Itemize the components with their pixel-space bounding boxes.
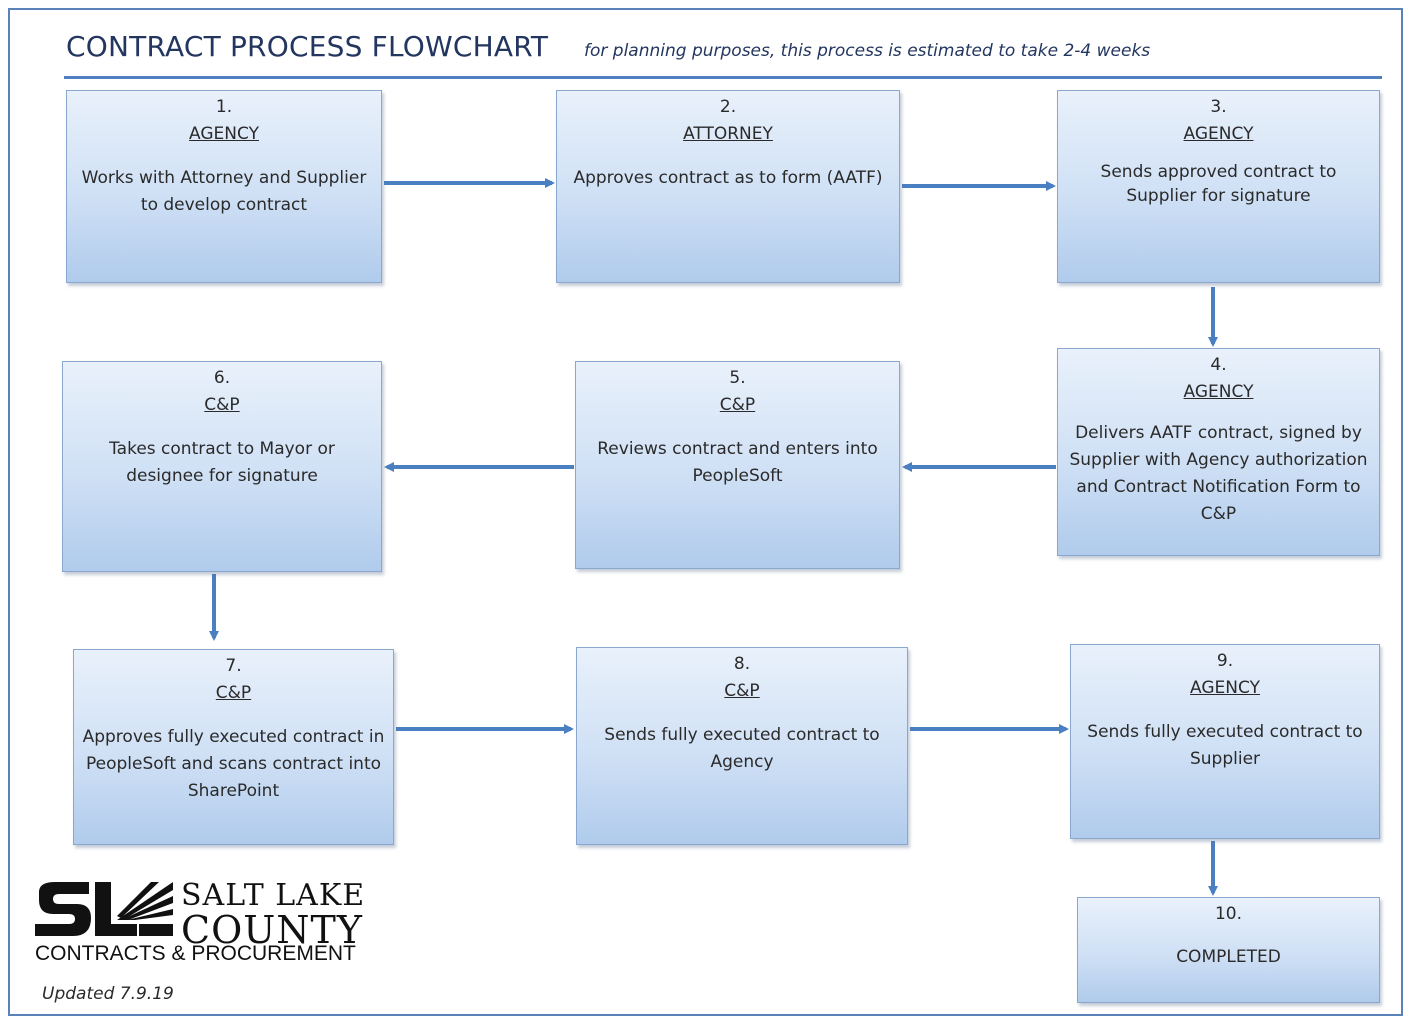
step-9-box: 9. AGENCY Sends fully executed contract … [1070,644,1380,839]
step-role: AGENCY [189,124,259,144]
step-role: AGENCY [1183,382,1254,402]
step-number: 10. [1214,904,1243,924]
step-number: 3. [1210,97,1227,117]
page-subtitle: for planning purposes, this process is e… [584,41,1151,61]
step-role: C&P [724,681,760,701]
step-10-box: 10. COMPLETED [1077,897,1380,1003]
step-6-box: 6. C&P Takes contract to Mayor or design… [62,361,382,572]
step-description: Works with Attorney and Supplier to deve… [81,168,367,215]
salt-lake-county-logo: SALT LAKE COUNTY CONTRACTS & PROCUREMENT [33,878,373,970]
updated-date: Updated 7.9.19 [42,984,174,1004]
step-number: 7. [225,656,242,676]
step-role: C&P [204,395,240,415]
step-role: C&P [719,395,756,415]
logo-line-salt-lake: SALT LAKE [181,878,366,913]
logo-line-county: COUNTY [181,908,363,952]
step-2-box: 2. ATTORNEY Approves contract as to form… [556,90,900,283]
page-frame [8,8,1403,1016]
step-description: Approves contract as to form (AATF) [573,168,883,188]
page-title: CONTRACT PROCESS FLOWCHART [66,30,549,63]
step-role: AGENCY [1183,124,1254,144]
step-number: 2. [719,97,737,117]
step-number: 4. [1210,355,1227,375]
step-description: Takes contract to Mayor or designee for … [109,439,335,486]
step-role: C&P [215,683,252,703]
step-number: 6. [213,368,231,388]
step-4-box: 4. AGENCY Delivers AATF contract, signed… [1057,348,1380,556]
step-description: Sends approved contract to Supplier for … [1100,162,1337,206]
step-3-box: 3. AGENCY Sends approved contract to Sup… [1057,90,1380,283]
step-number: 9. [1216,651,1234,671]
step-description: Delivers AATF contract, signed by Suppli… [1069,423,1368,524]
step-description: COMPLETED [1176,947,1281,967]
step-role: ATTORNEY [683,124,773,144]
step-8-box: 8. C&P Sends fully executed contract to … [576,647,908,845]
step-description: Approves fully executed contract in Peop… [82,727,385,801]
step-5-box: 5. C&P Reviews contract and enters into … [575,361,900,569]
step-number: 8. [733,654,751,674]
sl-logo-mark-icon [35,882,173,936]
step-description: Sends fully executed contract to Agency [604,725,880,772]
step-description: Sends fully executed contract to Supplie… [1087,722,1363,769]
logo-line-contracts: CONTRACTS & PROCUREMENT [35,942,356,965]
step-7-box: 7. C&P Approves fully executed contract … [73,649,394,845]
step-role: AGENCY [1190,678,1260,698]
step-number: 1. [215,97,233,117]
step-1-box: 1. AGENCY Works with Attorney and Suppli… [66,90,382,283]
title-row: CONTRACT PROCESS FLOWCHART for planning … [64,30,1382,79]
step-number: 5. [729,368,746,388]
step-description: Reviews contract and enters into PeopleS… [597,439,878,486]
